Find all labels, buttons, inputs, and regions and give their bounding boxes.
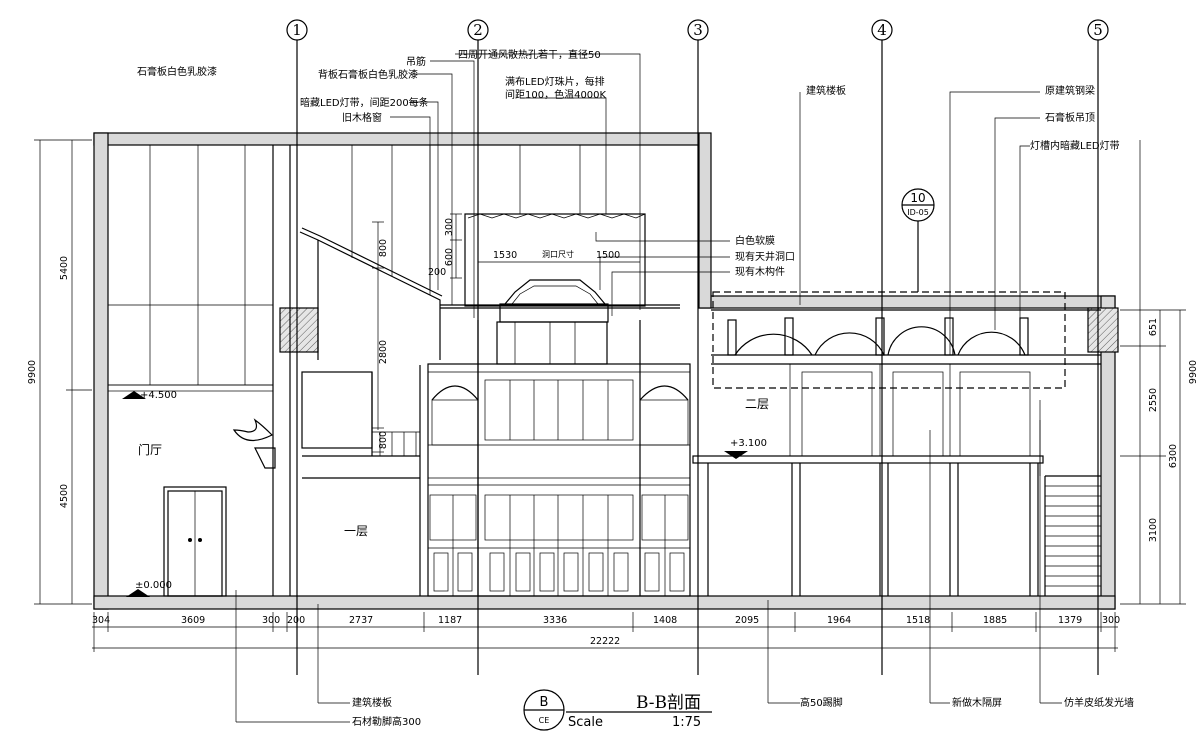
skylight-structure bbox=[299, 145, 680, 365]
dim-bottom-11: 1885 bbox=[983, 615, 1007, 626]
dim-right-651: 651 bbox=[1148, 318, 1159, 336]
room-floor2: 二层 bbox=[745, 397, 769, 411]
bottom-dimensions: 304 3609 300 200 2737 1187 3336 1408 209… bbox=[92, 612, 1120, 652]
dim-right-3100: 3100 bbox=[1148, 518, 1159, 542]
dim-bottom-13: 300 bbox=[1102, 615, 1120, 626]
note-hidden-led: 暗藏LED灯带，间距200每条 bbox=[300, 96, 429, 109]
dim-300: 300 bbox=[444, 218, 455, 236]
axis-label-2: 2 bbox=[473, 21, 483, 39]
note-gypsum-ceiling: 石膏板吊顶 bbox=[1045, 111, 1095, 124]
note-stone-skirting: 石材勒脚高300 bbox=[352, 715, 421, 728]
dim-2800: 2800 bbox=[378, 340, 389, 364]
dim-bottom-3: 200 bbox=[287, 615, 305, 626]
dim-total: 22222 bbox=[590, 636, 620, 647]
dim-bottom-9: 1964 bbox=[827, 615, 851, 626]
note-soft-film: 白色软膜 bbox=[735, 234, 775, 247]
dim-right-6300: 6300 bbox=[1168, 444, 1179, 468]
symbol-sub: CE bbox=[539, 716, 550, 725]
dim-right-9900: 9900 bbox=[1188, 360, 1199, 384]
dim-800b: 800 bbox=[378, 431, 389, 449]
axis-label-4: 4 bbox=[877, 21, 887, 39]
scale-label: Scale bbox=[568, 715, 603, 730]
title-block: B CE B-B剖面 Scale 1:75 bbox=[523, 689, 712, 731]
symbol-letter: B bbox=[540, 695, 549, 710]
note-skirting-50: 高50踢脚 bbox=[800, 696, 843, 709]
level-upper: +4.500 bbox=[140, 390, 177, 401]
note-vent-holes: 四周开通风散热孔若干，直径50 bbox=[458, 48, 601, 61]
detail-number: 10 bbox=[910, 191, 925, 205]
leader-lines bbox=[235, 53, 1062, 723]
note-wood-member: 现有木构件 bbox=[735, 265, 785, 278]
dim-bottom-7: 1408 bbox=[653, 615, 677, 626]
note-led-beads-2: 间距100，色温4000K bbox=[505, 88, 607, 101]
note-old-lattice: 旧木格窗 bbox=[342, 111, 382, 124]
dim-left-5400: 5400 bbox=[59, 256, 70, 280]
axis-label-3: 3 bbox=[693, 21, 703, 39]
level-mid: +3.100 bbox=[730, 438, 767, 449]
note-skylight: 现有天井洞口 bbox=[735, 250, 795, 263]
dim-800a: 800 bbox=[378, 239, 389, 257]
upper-left-wall-panels bbox=[108, 145, 291, 596]
dim-bottom-0: 304 bbox=[92, 615, 110, 626]
lobby-elements bbox=[163, 365, 421, 597]
level-ground: ±0.000 bbox=[135, 580, 172, 591]
dim-bottom-4: 2737 bbox=[349, 615, 373, 626]
drawing-title: B-B剖面 bbox=[636, 693, 701, 713]
dim-bottom-1: 3609 bbox=[181, 615, 205, 626]
room-lobby: 门厅 bbox=[138, 442, 162, 457]
dim-bottom-6: 3336 bbox=[543, 615, 567, 626]
dim-bottom-10: 1518 bbox=[906, 615, 930, 626]
axis-label-1: 1 bbox=[292, 21, 302, 39]
dim-bottom-5: 1187 bbox=[438, 615, 462, 626]
axis-grid: 1 2 3 4 5 bbox=[286, 19, 1109, 675]
dim-bottom-8: 2095 bbox=[735, 615, 759, 626]
dim-1530: 1530 bbox=[493, 250, 517, 261]
annotations: 石膏板白色乳胶漆 吊筋 背板石膏板白色乳胶漆 暗藏LED灯带，间距200每条 旧… bbox=[137, 48, 1134, 728]
dim-left-9900: 9900 bbox=[27, 360, 38, 384]
dim-bottom-12: 1379 bbox=[1058, 615, 1082, 626]
scale-value: 1:75 bbox=[672, 715, 701, 730]
detail-sheet: ID-05 bbox=[907, 208, 929, 217]
dim-1500: 1500 bbox=[596, 250, 620, 261]
note-building-slab-top: 建筑楼板 bbox=[806, 84, 846, 97]
note-wood-screen: 新做木隔屏 bbox=[952, 696, 1002, 709]
dim-left-4500: 4500 bbox=[59, 484, 70, 508]
room-labels: 门厅 一层 二层 +4.500 +3.100 ±0.000 bbox=[122, 390, 769, 597]
dim-right-2550: 2550 bbox=[1148, 388, 1159, 412]
central-wooden-facade bbox=[427, 320, 691, 597]
dim-bottom-2: 300 bbox=[262, 615, 280, 626]
note-steel-beam: 原建筑钢梁 bbox=[1045, 84, 1095, 97]
axis-label-5: 5 bbox=[1093, 21, 1103, 39]
second-floor-structure bbox=[692, 291, 1101, 596]
detail-callout: 10 ID-05 bbox=[901, 188, 935, 292]
note-parchment-wall: 仿羊皮纸发光墙 bbox=[1064, 696, 1134, 709]
dim-600: 600 bbox=[444, 248, 455, 266]
note-led-beads-1: 满布LED灯珠片，每排 bbox=[505, 75, 605, 88]
dim-200: 200 bbox=[428, 267, 446, 278]
note-opening-size: 洞口尺寸 bbox=[542, 249, 574, 259]
room-floor1: 一层 bbox=[344, 524, 368, 538]
inner-dimensions: 800 2800 800 300 600 200 1530 1500 bbox=[372, 213, 640, 453]
right-dimensions: 651 2550 3100 6300 9900 bbox=[1120, 140, 1199, 605]
note-slot-led: 灯槽内暗藏LED灯带 bbox=[1030, 139, 1120, 152]
note-building-slab-bottom: 建筑楼板 bbox=[352, 696, 392, 709]
note-gypsum-white: 石膏板白色乳胶漆 bbox=[137, 65, 217, 78]
note-backing-gypsum: 背板石膏板白色乳胶漆 bbox=[318, 68, 418, 81]
note-hanger: 吊筋 bbox=[406, 55, 426, 68]
left-dimensions: 5400 4500 9900 bbox=[27, 139, 92, 605]
